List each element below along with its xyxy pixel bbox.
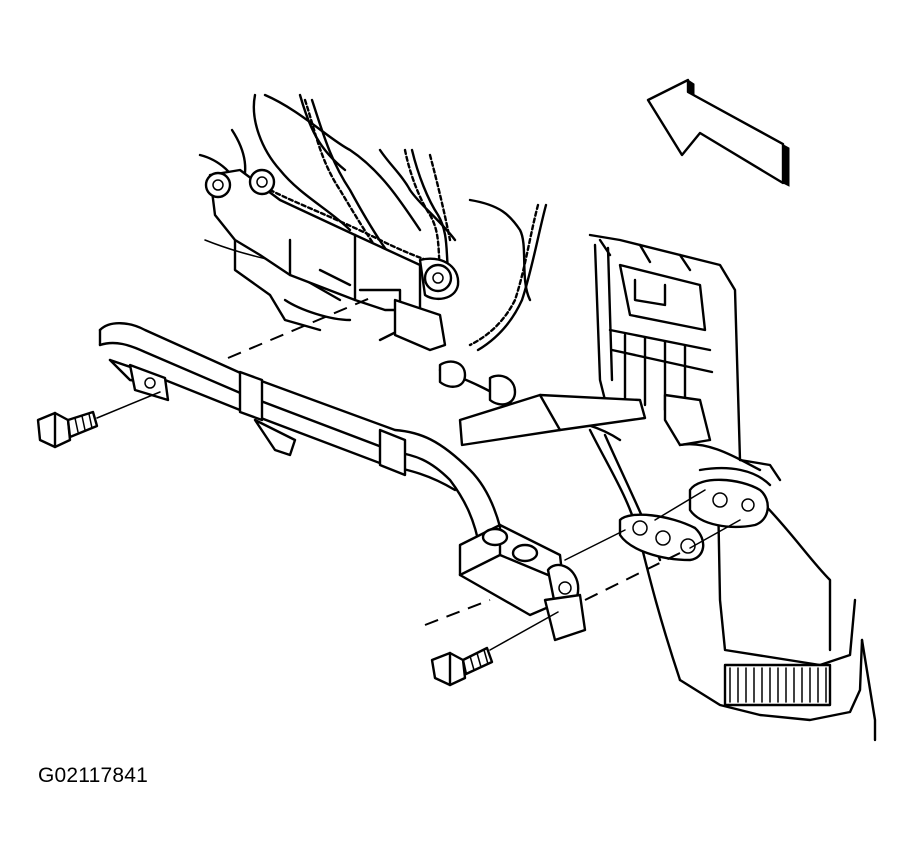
bolt-lower[interactable]	[430, 646, 494, 687]
bracket-nut-right	[423, 263, 453, 293]
oil-cooler-lines[interactable]	[98, 322, 507, 552]
line-gasket	[618, 513, 705, 562]
bolt-upper-left[interactable]	[36, 410, 99, 449]
bracket-nut-middle	[248, 168, 276, 196]
oil-filter	[723, 663, 832, 707]
alignment-lines	[96, 295, 741, 651]
oil-filter-adapter	[688, 478, 769, 529]
mount-bracket	[438, 360, 647, 447]
front-direction-arrow	[646, 78, 790, 187]
figure-id-label: G02117841	[38, 764, 149, 787]
bracket-nut-left	[204, 171, 232, 199]
line-fitting-block	[458, 523, 587, 642]
radiator-assembly	[588, 233, 742, 462]
